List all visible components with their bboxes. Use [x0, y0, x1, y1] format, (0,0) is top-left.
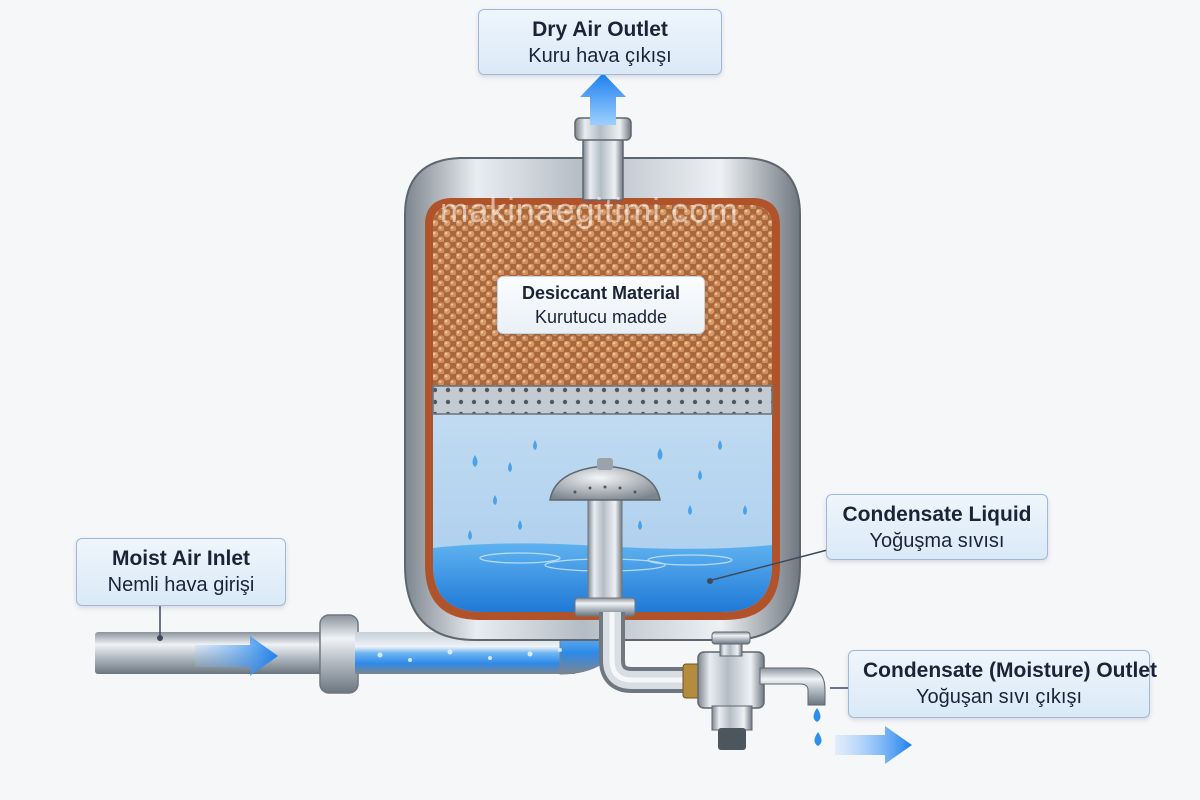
perforated-support-plate: [432, 385, 773, 415]
label-subtitle: Kurutucu madde: [534, 307, 668, 327]
water-droplets: [468, 440, 747, 540]
outlet-nozzle: [574, 117, 632, 201]
label-moist-air-inlet: Moist Air Inlet Nemli hava girişi: [76, 538, 286, 606]
label-condensate-liquid: Condensate Liquid Yoğuşma sıvısı: [826, 494, 1048, 560]
inlet-diffuser: [549, 458, 661, 617]
label-subtitle: Kuru hava çıkışı: [528, 45, 672, 67]
drain-spout: [759, 667, 826, 706]
leader-lines: [159, 547, 848, 689]
label-title: Condensate Liquid: [842, 503, 1032, 526]
drain-drips: [813, 708, 822, 746]
watermark: makinaegitimi.com: [440, 192, 739, 230]
label-title: Moist Air Inlet: [111, 547, 251, 570]
drain-flow-arrow: [835, 726, 912, 764]
inlet-flow-arrow: [195, 636, 278, 676]
label-title: Dry Air Outlet: [532, 18, 668, 41]
pipe-coupling: [319, 614, 359, 694]
label-desiccant: Desiccant Material Kurutucu madde: [497, 276, 705, 334]
drain-valve-body: [697, 651, 765, 709]
label-dry-air-outlet: Dry Air Outlet Kuru hava çıkışı: [478, 9, 722, 75]
label-condensate-outlet: Condensate (Moisture) Outlet Yoğuşan sıv…: [848, 650, 1158, 718]
label-title: Condensate (Moisture) Outlet: [863, 659, 1158, 682]
label-subtitle: Yoğuşma sıvısı: [869, 530, 1005, 552]
valve-handle: [711, 631, 751, 645]
label-title: Desiccant Material: [521, 283, 681, 303]
valve-drain-nut: [718, 728, 746, 750]
label-subtitle: Yoğuşan sıvı çıkışı: [915, 686, 1082, 708]
label-subtitle: Nemli hava girişi: [107, 574, 255, 596]
outlet-flow-arrow: [580, 73, 626, 125]
drain-assembly: [599, 612, 826, 750]
